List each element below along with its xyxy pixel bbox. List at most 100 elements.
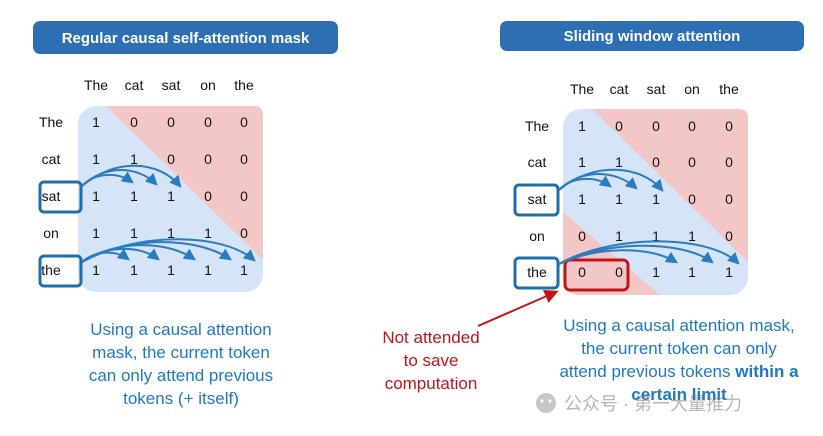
matrix-cell: 0 — [688, 118, 696, 134]
matrix-cell: 1 — [92, 114, 100, 130]
matrix-cell: 1 — [204, 225, 212, 241]
left-sat-highlight-box — [38, 180, 83, 214]
matrix-cell: 0 — [725, 154, 733, 170]
matrix-cell: 1 — [688, 264, 696, 280]
matrix-cell: 0 — [725, 228, 733, 244]
right-the-arrows — [558, 240, 740, 265]
right-title: Sliding window attention — [564, 28, 741, 45]
left-the-arrows — [81, 238, 256, 263]
right-row-token: The — [525, 118, 549, 134]
matrix-cell: 1 — [615, 154, 623, 170]
right-col-token: The — [570, 81, 594, 97]
matrix-cell: 1 — [92, 151, 100, 167]
caption-line: Using a causal attention mask, — [563, 316, 795, 335]
caption-bold-part: within a — [734, 362, 799, 381]
matrix-cell: 0 — [652, 154, 660, 170]
matrix-cell: 1 — [130, 262, 138, 278]
matrix-cell: 1 — [167, 225, 175, 241]
caption-line: the current token can only — [581, 339, 777, 358]
left-row-token: the — [41, 262, 61, 278]
caption-line: mask, the current token — [92, 343, 270, 362]
matrix-cell: 0 — [130, 114, 138, 130]
matrix-cell: 0 — [240, 225, 248, 241]
caption-line: Using a causal attention — [90, 320, 271, 339]
attention-arrow — [81, 238, 256, 263]
right-caption: Using a causal attention mask, the curre… — [559, 316, 799, 404]
right-col-token: on — [684, 81, 700, 97]
left-col-token: the — [234, 77, 254, 93]
right-matrix-upper-red-region — [592, 109, 748, 262]
matrix-cell: 1 — [92, 188, 100, 204]
matrix-cell: 0 — [167, 151, 175, 167]
not-attended-arrow — [477, 290, 559, 327]
caption-line: attend previous tokens within a — [559, 362, 799, 381]
right-col-token: sat — [647, 81, 666, 97]
matrix-cell: 1 — [92, 225, 100, 241]
matrix-cell: 1 — [578, 118, 586, 134]
matrix-cell: 0 — [204, 151, 212, 167]
left-the-highlight-box — [38, 254, 83, 288]
matrix-cell: 0 — [615, 118, 623, 134]
caption-line: tokens (+ itself) — [123, 389, 239, 408]
matrix-cell: 0 — [725, 118, 733, 134]
matrix-cell: 0 — [240, 151, 248, 167]
caption-plain-part: attend previous tokens — [559, 362, 730, 381]
matrix-cell: 1 — [240, 262, 248, 278]
right-matrix-lower-red-region — [563, 212, 660, 295]
matrix-cell: 1 — [652, 264, 660, 280]
left-row-tokens: The cat sat on the — [39, 114, 63, 278]
left-panel: Regular causal self-attention mask The c… — [33, 21, 338, 408]
matrix-cell: 0 — [240, 188, 248, 204]
matrix-cell: 1 — [725, 264, 733, 280]
attention-arrow — [558, 240, 740, 265]
matrix-cell: 0 — [652, 118, 660, 134]
matrix-cell: 1 — [167, 188, 175, 204]
left-matrix-red-region — [106, 106, 263, 260]
wechat-icon — [536, 393, 556, 413]
left-caption: Using a causal attention mask, the curre… — [89, 320, 273, 408]
left-matrix-cells: 1 0 0 0 0 1 1 0 0 0 1 1 1 0 0 1 1 1 1 0 … — [92, 114, 248, 278]
right-row-tokens: The cat sat on the — [525, 118, 549, 280]
attention-arrow — [81, 164, 182, 188]
caption-line-bold: certain limit — [631, 385, 727, 404]
right-sat-highlight-box — [513, 183, 560, 217]
right-row-token: cat — [528, 154, 547, 170]
matrix-cell: 0 — [688, 191, 696, 207]
right-the-highlight-box — [513, 256, 560, 290]
matrix-cell: 0 — [204, 114, 212, 130]
matrix-cell: 1 — [615, 228, 623, 244]
watermark: 公众号 · 第一大量推力 — [536, 393, 742, 414]
right-sat-arrows — [558, 168, 664, 192]
matrix-cell: 0 — [578, 264, 586, 280]
right-row-token: sat — [528, 191, 547, 207]
left-row-token: The — [39, 114, 63, 130]
matrix-cell: 1 — [578, 154, 586, 170]
left-col-token: sat — [162, 77, 181, 93]
matrix-cell: 1 — [130, 151, 138, 167]
matrix-cell: 0 — [615, 264, 623, 280]
annotation-line: computation — [385, 374, 478, 393]
matrix-cell: 0 — [240, 114, 248, 130]
left-row-token: on — [43, 225, 59, 241]
matrix-cell: 1 — [578, 191, 586, 207]
matrix-cell: 0 — [688, 154, 696, 170]
matrix-cell: 0 — [725, 191, 733, 207]
right-title-box — [500, 21, 804, 51]
left-column-tokens: The cat sat on the — [84, 77, 254, 93]
matrix-cell: 1 — [688, 228, 696, 244]
left-col-token: The — [84, 77, 108, 93]
not-attended-annotation: Not attended to save computation — [382, 328, 479, 393]
right-row-token: on — [529, 228, 545, 244]
right-col-token: cat — [610, 81, 629, 97]
annotation-line: to save — [404, 351, 459, 370]
left-col-token: cat — [125, 77, 144, 93]
matrix-cell: 1 — [204, 262, 212, 278]
matrix-cell: 1 — [652, 191, 660, 207]
left-title-box — [33, 21, 338, 54]
matrix-cell: 1 — [92, 262, 100, 278]
left-col-token: on — [200, 77, 216, 93]
annotation-line: Not attended — [382, 328, 479, 347]
left-title: Regular causal self-attention mask — [62, 30, 310, 47]
